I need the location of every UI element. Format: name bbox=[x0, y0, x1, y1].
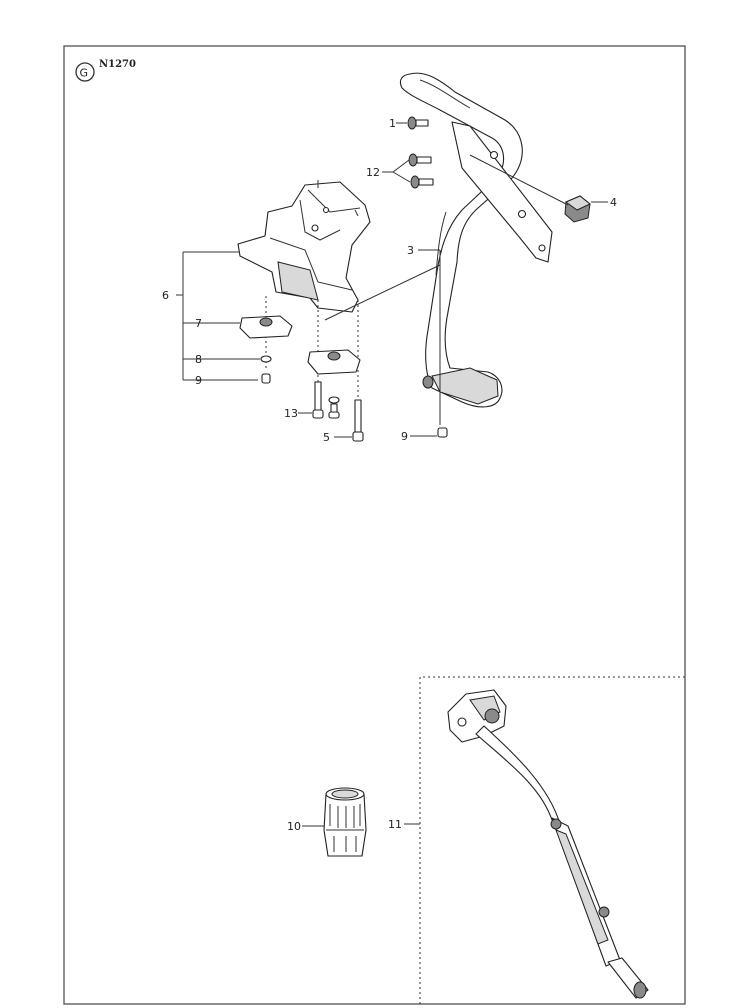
model-code: N1270 bbox=[99, 59, 136, 70]
screws-part-12 bbox=[408, 153, 434, 189]
callout-9-right: 9 bbox=[401, 430, 408, 443]
page-border bbox=[63, 45, 686, 1005]
throttle-assembly-part-11 bbox=[447, 689, 649, 999]
washer-part-8 bbox=[260, 355, 272, 363]
pad-part-7 bbox=[239, 315, 293, 339]
bolt-part-5 bbox=[352, 399, 364, 442]
handle-bracket bbox=[451, 121, 553, 263]
pad-part-7b bbox=[307, 349, 361, 375]
bolt-part-13b bbox=[328, 403, 340, 419]
callout-10: 10 bbox=[287, 820, 301, 833]
bolt-part-9b bbox=[437, 427, 448, 438]
svg-text:G: G bbox=[80, 67, 89, 80]
coupling-part-10 bbox=[323, 787, 367, 857]
callout-11: 11 bbox=[388, 818, 402, 831]
callout-12: 12 bbox=[366, 166, 380, 179]
tick-marks bbox=[317, 180, 359, 217]
optional-parts-box bbox=[419, 676, 685, 1004]
callout-3: 3 bbox=[407, 244, 414, 257]
callout-4: 4 bbox=[610, 196, 617, 209]
handle-support-part-6 bbox=[237, 181, 371, 313]
section-g-icon: G bbox=[75, 62, 95, 82]
bolt-part-9 bbox=[261, 373, 271, 384]
leader-line bbox=[324, 264, 441, 321]
washer-part-8b bbox=[328, 396, 340, 404]
knob-part-4 bbox=[564, 195, 591, 223]
callout-1: 1 bbox=[389, 117, 396, 130]
callout-5: 5 bbox=[323, 431, 330, 444]
callout-6: 6 bbox=[162, 289, 169, 302]
bolt-part-13 bbox=[312, 381, 324, 419]
callout-8: 8 bbox=[195, 353, 202, 366]
leader-bracket bbox=[176, 251, 260, 381]
handle-bar-part bbox=[399, 72, 523, 408]
leader-line bbox=[469, 154, 569, 206]
screw-part-1 bbox=[407, 116, 429, 130]
callout-9-left: 9 bbox=[195, 374, 202, 387]
callout-13: 13 bbox=[284, 407, 298, 420]
leader-line bbox=[382, 159, 411, 183]
callout-7: 7 bbox=[195, 317, 202, 330]
